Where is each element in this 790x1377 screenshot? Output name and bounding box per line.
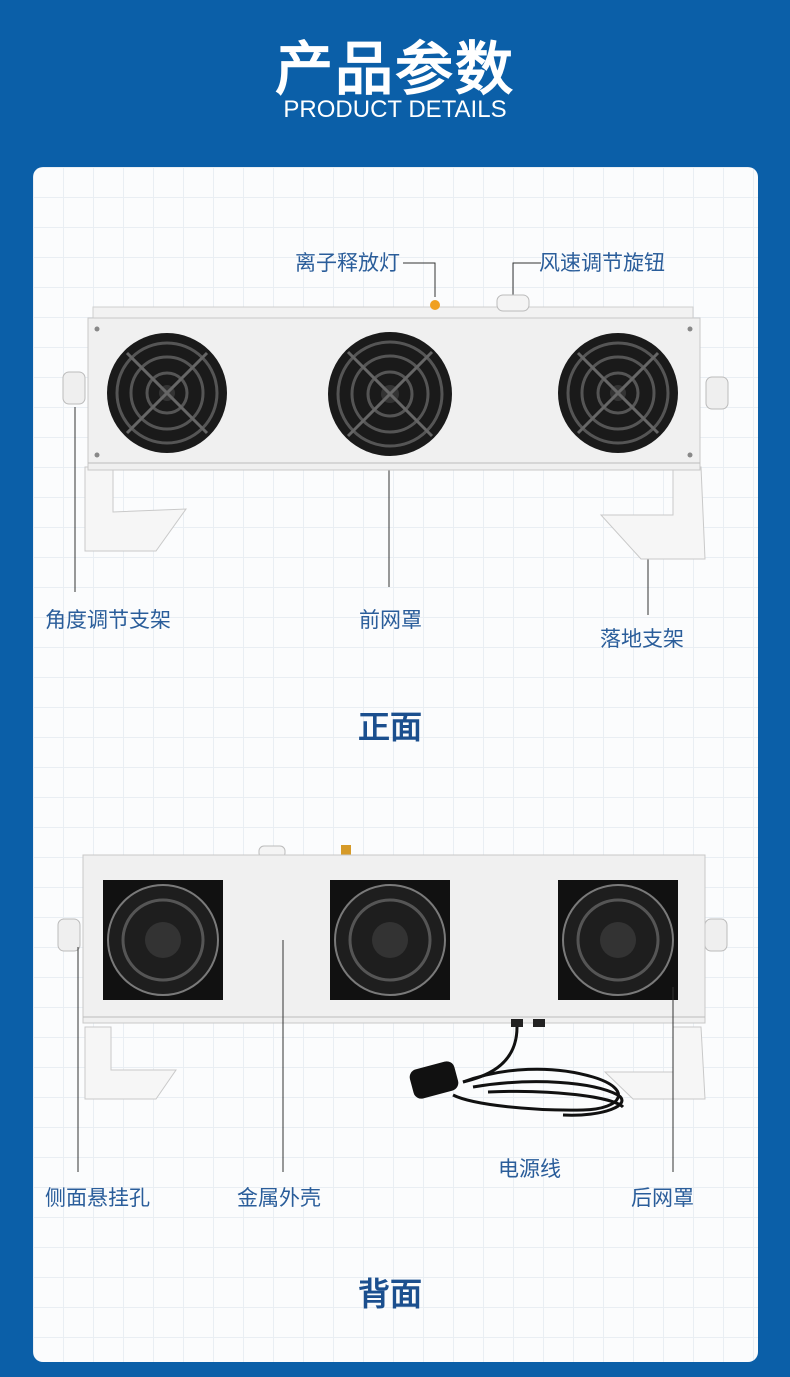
- back-product-image: [57, 845, 728, 1172]
- section-title-back: 背面: [358, 1275, 423, 1313]
- page-subtitle: PRODUCT DETAILS: [283, 96, 507, 123]
- label-side-hole: 侧面悬挂孔: [45, 1186, 150, 1210]
- front-product-image: [62, 262, 729, 615]
- section-title-front: 正面: [358, 708, 423, 746]
- page-title: 产品参数: [274, 35, 515, 103]
- label-metal-shell: 金属外壳: [237, 1186, 321, 1210]
- label-ion-lamp: 离子释放灯: [295, 251, 400, 275]
- label-angle-bracket: 角度调节支架: [45, 608, 171, 632]
- label-speed-knob: 风速调节旋钮: [539, 251, 665, 275]
- product-panel: 离子释放灯 风速调节旋钮 角度调节支架 前网罩 落地支架 正面: [33, 167, 758, 1362]
- label-front-grille: 前网罩: [359, 608, 422, 632]
- header: 产品参数 PRODUCT DETAILS: [0, 0, 790, 165]
- label-floor-stand: 落地支架: [600, 627, 684, 651]
- label-power-cord: 电源线: [498, 1157, 561, 1181]
- label-rear-grille: 后网罩: [631, 1186, 694, 1210]
